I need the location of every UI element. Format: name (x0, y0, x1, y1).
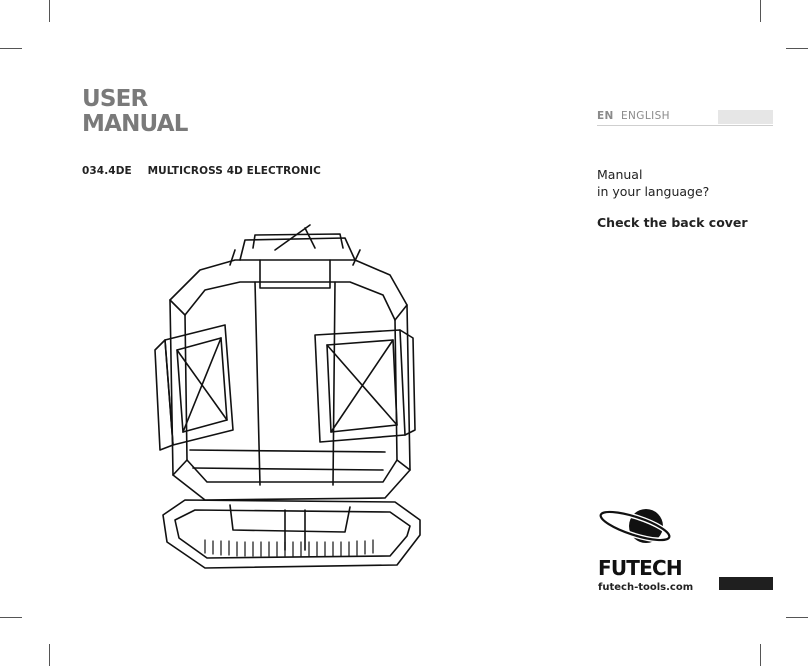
crop-mark-bottom-left (49, 644, 50, 666)
brand-website: futech-tools.com (598, 582, 694, 593)
language-code: EN (597, 110, 614, 122)
model-line: 034.4DE MULTICROSS 4D ELECTRONIC (82, 165, 321, 177)
check-back-cover: Check the back cover (597, 215, 748, 230)
language-underline (597, 125, 773, 126)
title-line-2: MANUAL (82, 111, 188, 137)
language-color-block (718, 110, 773, 124)
model-name: MULTICROSS 4D ELECTRONIC (147, 165, 321, 177)
crop-mark-right-bottom (786, 617, 808, 618)
language-name: ENGLISH (621, 110, 670, 122)
model-code: 034.4DE (82, 165, 132, 177)
crop-mark-top-right (760, 0, 761, 22)
black-bar (719, 577, 773, 590)
title-line-1: USER (82, 86, 148, 112)
crop-mark-top-left (49, 0, 50, 22)
language-row: EN ENGLISH (597, 110, 773, 126)
manual-title: USER MANUAL (82, 87, 188, 137)
crop-mark-left-bottom (0, 617, 22, 618)
laser-level-illustration (154, 224, 421, 569)
brand-name: FUTECH (598, 556, 683, 580)
crop-mark-right-top (786, 48, 808, 49)
language-prompt: Manual in your language? (597, 166, 709, 200)
prompt-line-1: Manual (597, 167, 643, 182)
crop-mark-left-top (0, 48, 22, 49)
prompt-line-2: in your language? (597, 184, 710, 199)
planet-orbit-logo (598, 509, 672, 543)
crop-mark-bottom-right (760, 644, 761, 666)
